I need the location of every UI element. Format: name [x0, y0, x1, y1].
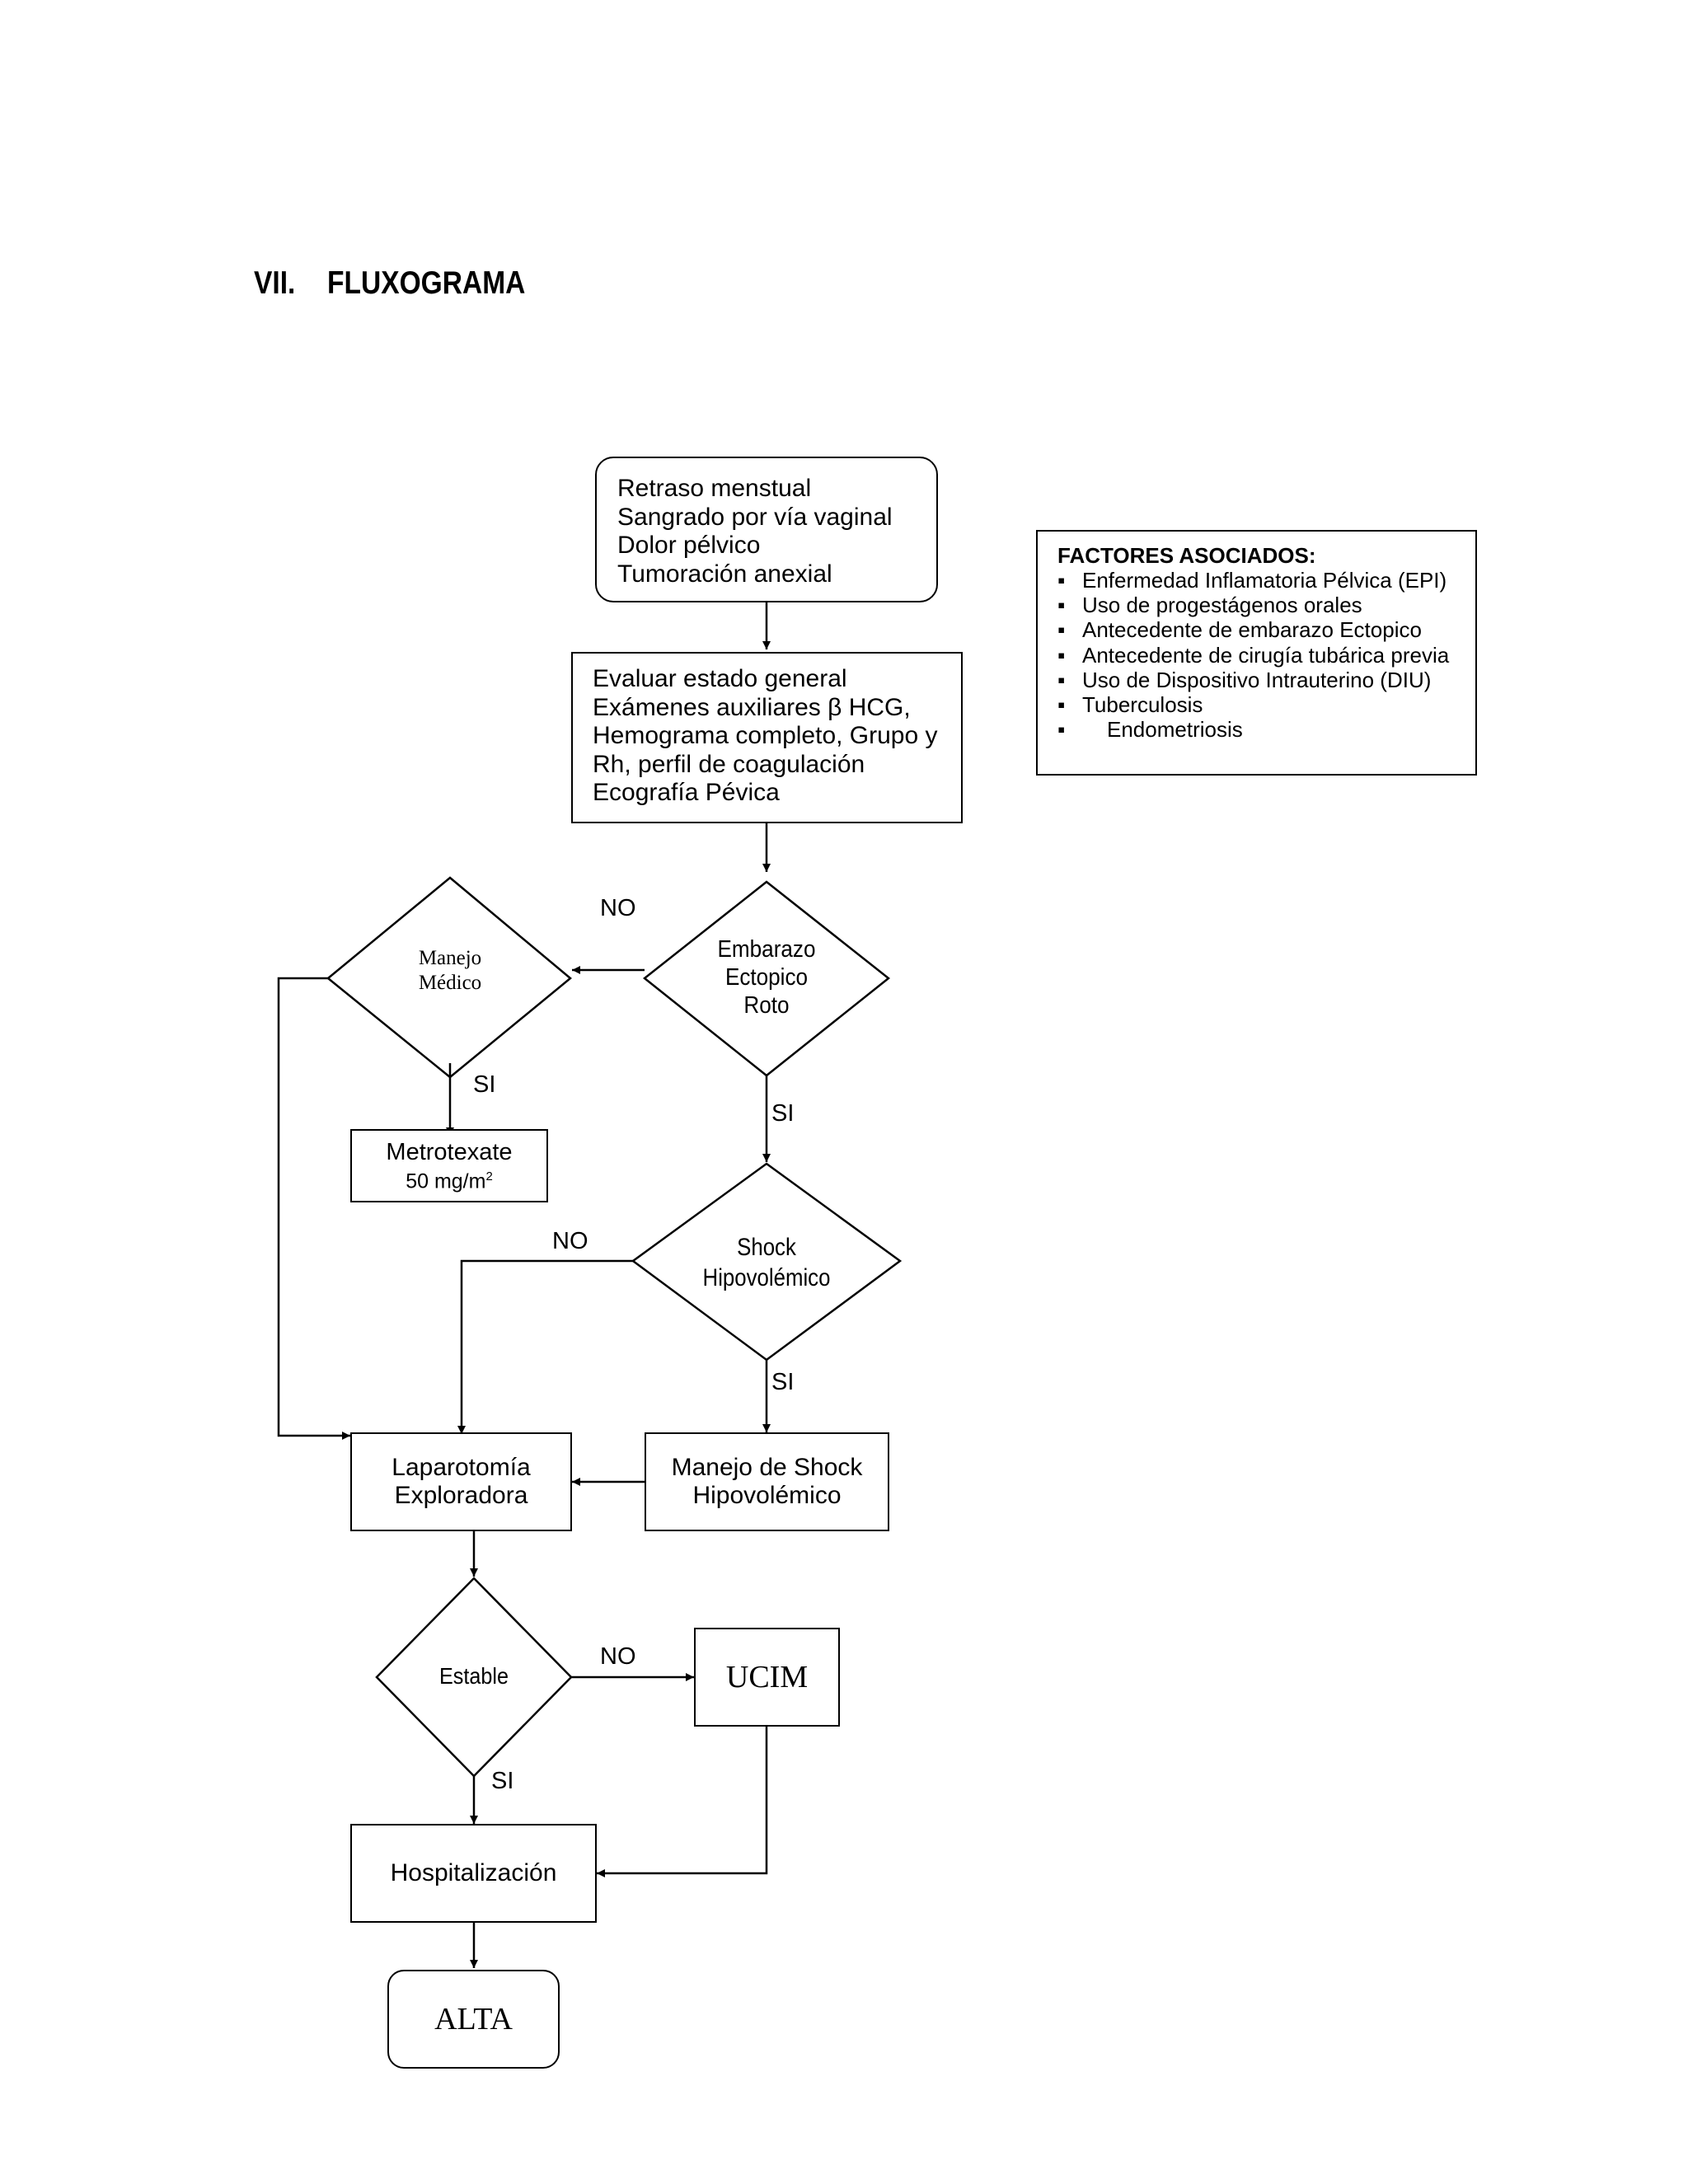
stable-decision-label: Estable	[438, 1663, 509, 1689]
symptom-item: Retraso menstual	[617, 475, 812, 502]
factors-box: FACTORES ASOCIADOS: Enfermedad Inflamato…	[1036, 530, 1477, 776]
symptom-item: Dolor pélvico	[617, 532, 761, 559]
ectopic-si-label: SI	[771, 1100, 795, 1127]
shock-management-line: Hipovolémico	[692, 1482, 842, 1509]
factor-item: Uso de progestágenos orales	[1057, 593, 1475, 617]
symptoms-box: Retraso menstual Sangrado por vía vagina…	[595, 457, 938, 602]
ectopic-no-label: NO	[600, 895, 636, 921]
edge-ucim-hospitalization	[597, 1727, 768, 1877]
factor-item: Uso de Dispositivo Intrauterino (DIU)	[1057, 668, 1475, 692]
edge-shock-laparotomy	[457, 1259, 633, 1434]
alta-box: ALTA	[387, 1970, 560, 2069]
metrotexate-dose-exponent: 2	[485, 1169, 493, 1183]
medical-decision-line: Manejo	[418, 947, 482, 969]
evaluate-line: Ecografía Pévica	[593, 779, 780, 806]
ucim-label: UCIM	[725, 1660, 809, 1694]
shock-decision-line: Shock	[737, 1234, 796, 1261]
metrotexate-box: Metrotexate 50 mg/m2	[350, 1129, 548, 1202]
evaluate-line: Hemograma completo, Grupo y	[593, 722, 938, 749]
stable-si-label: SI	[491, 1768, 514, 1794]
symptom-item: Tumoración anexial	[617, 560, 832, 588]
shock-decision-label: Shock Hipovolémico	[696, 1232, 837, 1293]
shock-si-label: SI	[771, 1369, 795, 1395]
evaluate-line: Exámenes auxiliares β HCG,	[593, 693, 911, 721]
shock-decision-line: Hipovolémico	[702, 1264, 831, 1291]
medical-si-label: SI	[473, 1071, 496, 1098]
ectopic-decision-line: Roto	[743, 992, 790, 1019]
shock-management-line: Manejo de Shock	[671, 1454, 863, 1481]
evaluate-line: Evaluar estado general	[593, 665, 847, 692]
alta-label: ALTA	[434, 2002, 513, 2036]
section-number: VII.	[254, 265, 296, 301]
factors-title: FACTORES ASOCIADOS:	[1057, 543, 1316, 568]
evaluate-line: Rh, perfil de coagulación	[593, 750, 865, 778]
shock-no-label: NO	[552, 1228, 588, 1254]
medical-decision-line: Médico	[418, 972, 482, 994]
symptom-item: Sangrado por vía vaginal	[617, 503, 893, 531]
ectopic-decision-label: Embarazo Ectopico Roto	[692, 935, 841, 1019]
medical-decision-label: Manejo Médico	[368, 946, 532, 996]
metrotexate-dose: 50 mg/m2	[406, 1165, 493, 1193]
factor-item: Antecedente de cirugía tubárica previa	[1057, 643, 1475, 668]
metrotexate-dose-text: 50 mg/m	[406, 1169, 486, 1193]
factor-item: Endometriosis	[1057, 717, 1475, 742]
ectopic-decision-line: Ectopico	[724, 964, 809, 991]
ucim-box: UCIM	[694, 1628, 840, 1727]
factors-list: Enfermedad Inflamatoria Pélvica (EPI) Us…	[1057, 568, 1475, 743]
factor-item: Enfermedad Inflamatoria Pélvica (EPI)	[1057, 568, 1475, 593]
hospitalization-box: Hospitalización	[350, 1824, 597, 1923]
ectopic-decision-line: Embarazo	[717, 936, 816, 963]
factor-item: Antecedente de embarazo Ectopico	[1057, 617, 1475, 642]
section-title: FLUXOGRAMA	[327, 265, 526, 301]
laparotomy-box: Laparotomía Exploradora	[350, 1432, 572, 1531]
hospitalization-label: Hospitalización	[390, 1859, 557, 1886]
metrotexate-name: Metrotexate	[386, 1138, 513, 1165]
factor-item: Tuberculosis	[1057, 692, 1475, 717]
evaluate-box: Evaluar estado general Exámenes auxiliar…	[571, 652, 963, 823]
edge-medical-laparotomy	[277, 977, 350, 1440]
stable-no-label: NO	[600, 1643, 636, 1670]
laparotomy-line: Exploradora	[394, 1482, 528, 1509]
laparotomy-line: Laparotomía	[392, 1454, 531, 1481]
shock-management-box: Manejo de Shock Hipovolémico	[645, 1432, 889, 1531]
